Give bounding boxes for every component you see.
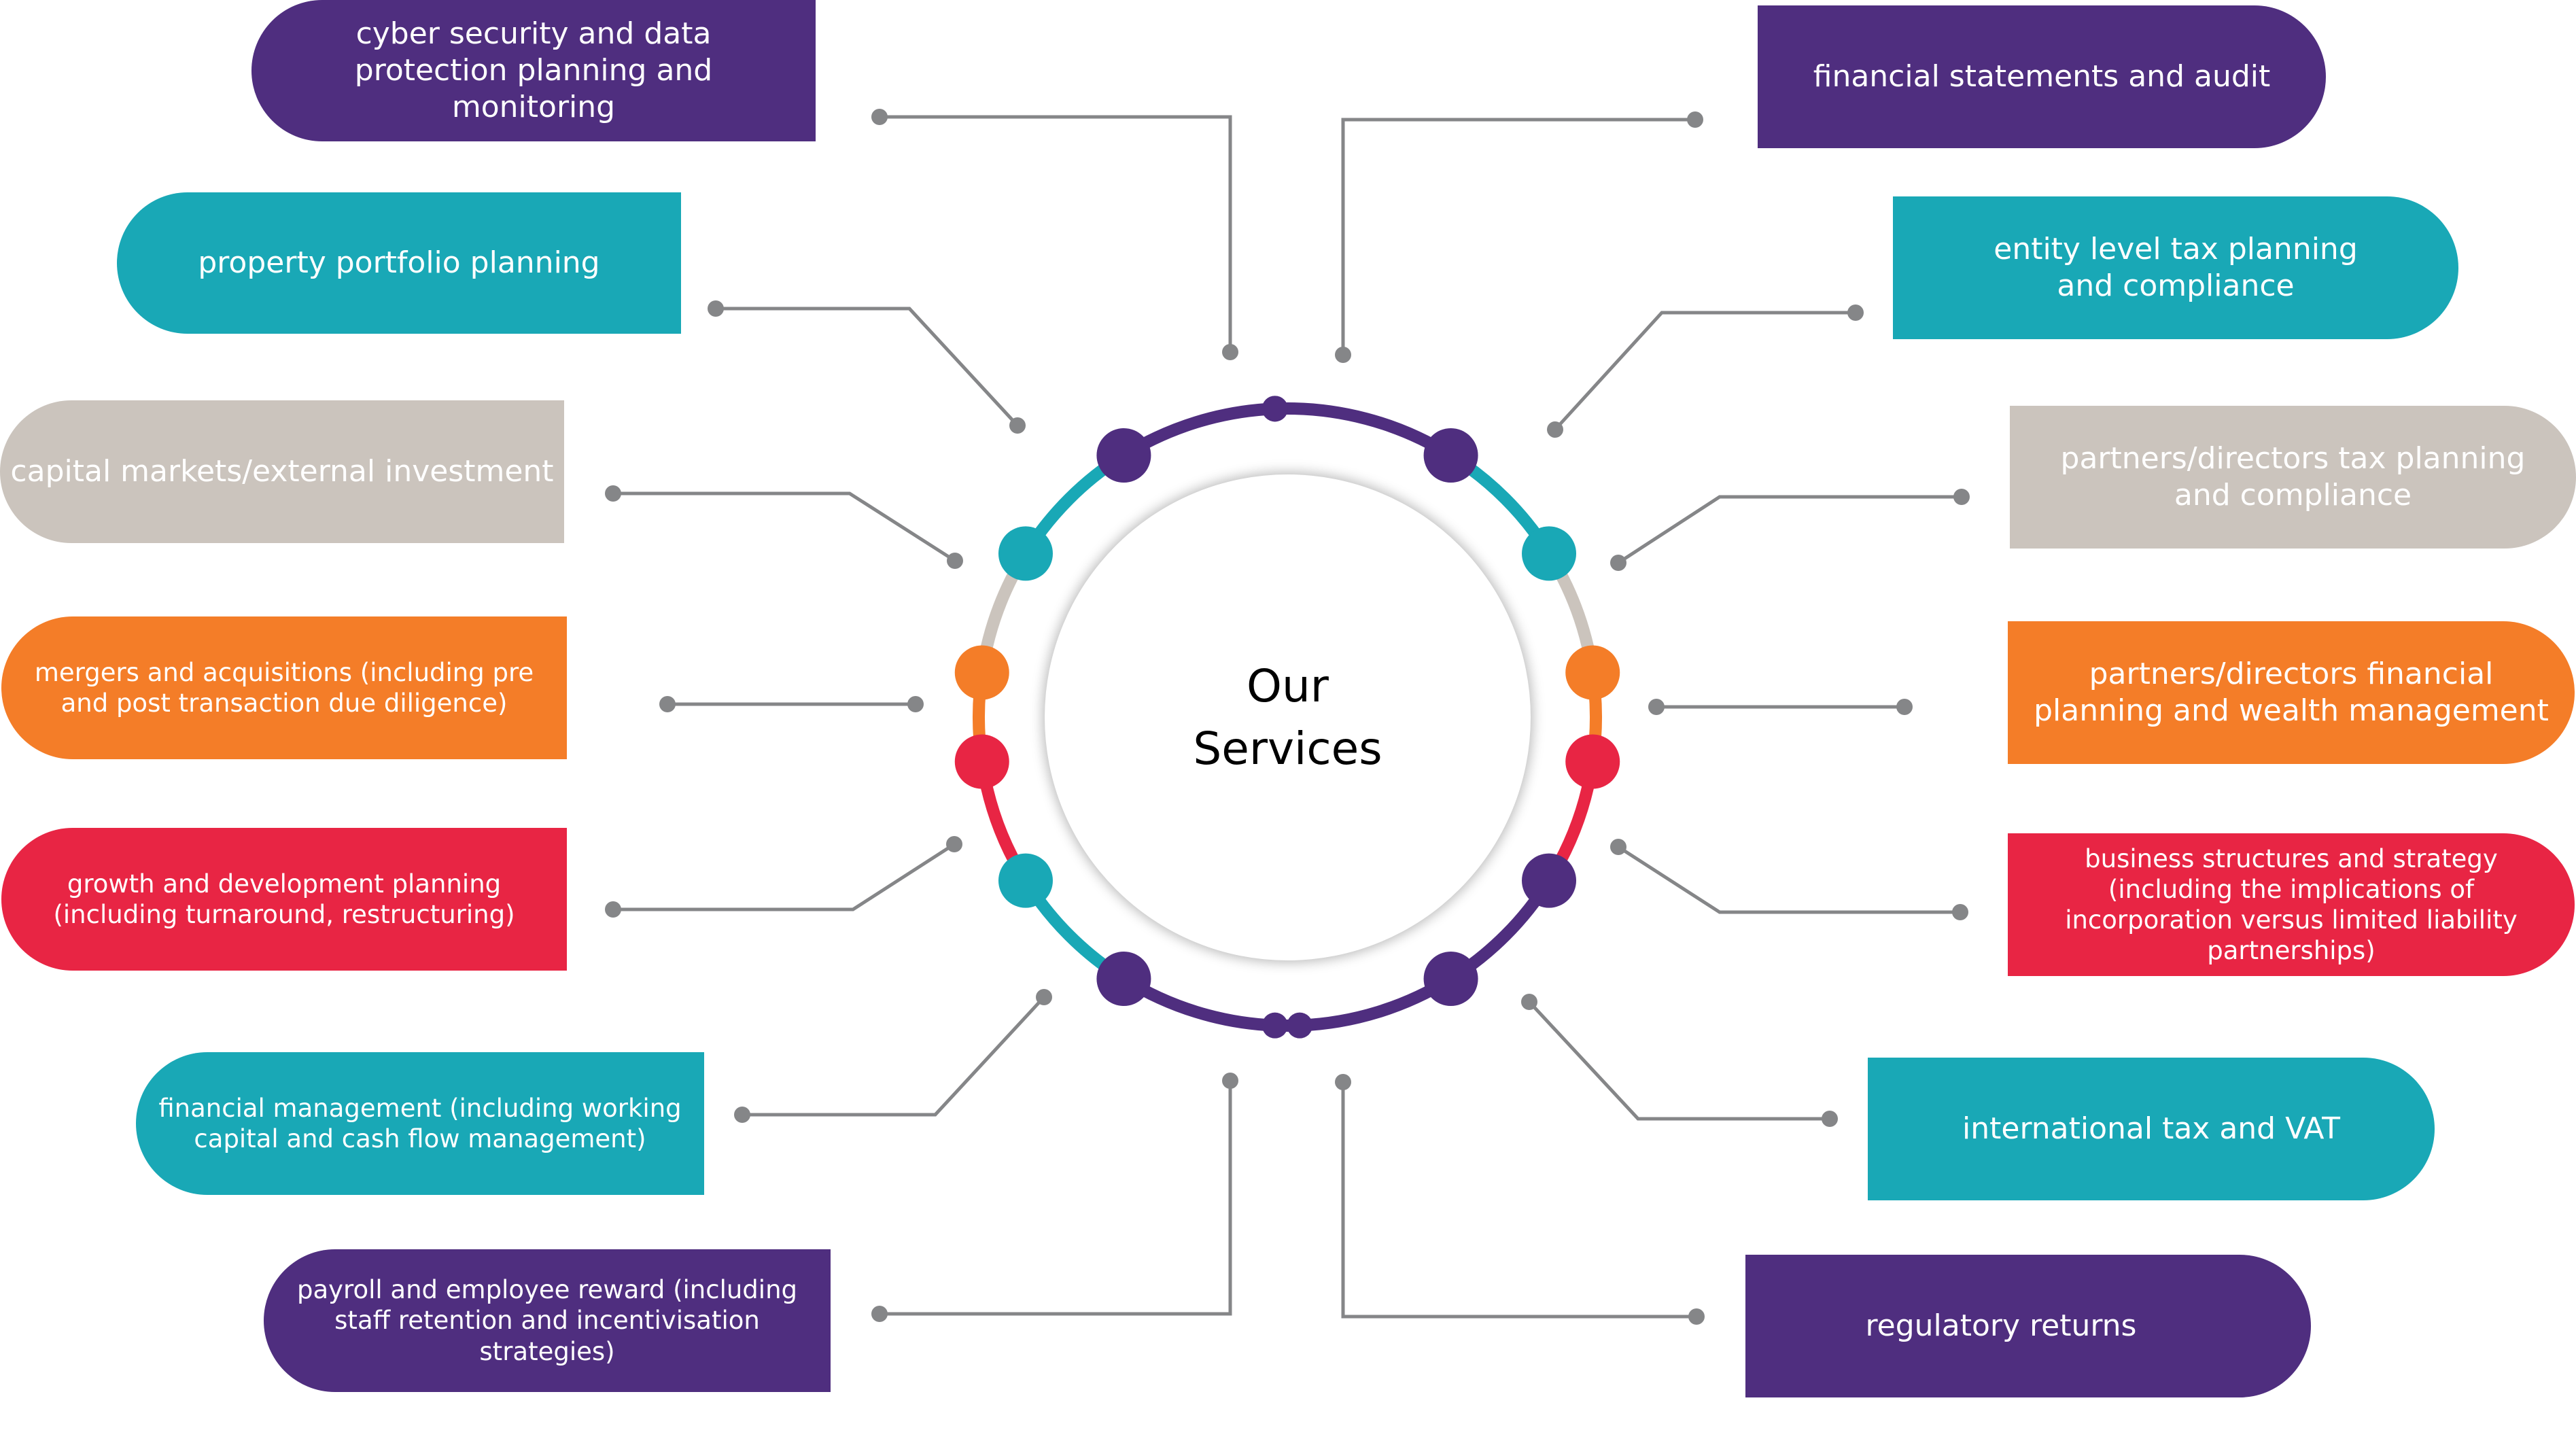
connector-dot xyxy=(1896,699,1913,715)
connector-dot xyxy=(1953,489,1970,505)
service-capital-markets: capital markets/external investment xyxy=(0,400,564,543)
ring-node xyxy=(1261,396,1288,422)
service-label: payroll and employee reward (including s… xyxy=(296,1275,798,1366)
connector-line xyxy=(1341,118,1695,355)
service-label: financial statements and audit xyxy=(1813,59,2271,94)
service-label: mergers and acquisitions (including pre … xyxy=(34,657,534,718)
ring-node xyxy=(1423,428,1478,483)
center-circle: Our Services xyxy=(1045,474,1531,960)
ring-node xyxy=(954,734,1009,789)
service-mergers-acquisitions: mergers and acquisitions (including pre … xyxy=(1,616,567,759)
connector-dot xyxy=(605,485,621,502)
connector-line xyxy=(1341,1082,1696,1319)
service-label: regulatory returns xyxy=(1865,1308,2137,1344)
ring-node xyxy=(998,853,1053,908)
service-financial-statements: financial statements and audit xyxy=(1758,5,2326,148)
service-label: partners/directors financial planning an… xyxy=(2034,657,2549,728)
center-title-line1: Our xyxy=(1247,660,1329,713)
service-label: financial management (including working … xyxy=(158,1093,682,1153)
connector-dot xyxy=(1036,989,1052,1005)
connector-dot xyxy=(1610,839,1626,855)
connector-dot xyxy=(947,553,963,569)
connector-dot xyxy=(1547,421,1563,438)
connector-dot xyxy=(1688,1308,1705,1325)
connector-line xyxy=(1617,495,1962,565)
connector-dot xyxy=(871,109,888,125)
connector-dot xyxy=(1009,417,1026,434)
service-international-tax: international tax and VAT xyxy=(1868,1058,2435,1200)
service-label: entity level tax planning and compliance xyxy=(1994,232,2358,303)
connector-dot xyxy=(1847,305,1864,321)
connector-dot xyxy=(1335,1074,1351,1090)
service-label: capital markets/external investment xyxy=(10,454,554,489)
connector-dot xyxy=(708,300,724,317)
connector-dot xyxy=(907,696,924,712)
connector-line xyxy=(1528,1001,1830,1121)
connector-dot xyxy=(1952,904,1968,920)
connector-line xyxy=(742,996,1045,1117)
connector-dot xyxy=(605,901,621,918)
service-regulatory-returns: regulatory returns xyxy=(1745,1255,2311,1397)
connector-dot xyxy=(1822,1111,1838,1127)
ring-node xyxy=(1565,734,1620,789)
center-title-line2: Services xyxy=(1193,722,1382,775)
service-partners-tax: partners/directors tax planning and comp… xyxy=(2010,406,2576,549)
connector-dot xyxy=(1335,347,1351,363)
ring-node xyxy=(1423,952,1478,1007)
connector-line xyxy=(1617,845,1960,914)
service-payroll: payroll and employee reward (including s… xyxy=(264,1249,831,1392)
service-label: growth and development planning (includi… xyxy=(53,869,515,929)
service-label: international tax and VAT xyxy=(1962,1111,2340,1147)
ring-node xyxy=(1261,1012,1288,1039)
ring-node xyxy=(1565,645,1620,700)
ring-node xyxy=(1096,952,1151,1007)
ring-node xyxy=(1522,526,1577,581)
connector-line xyxy=(880,115,1232,352)
service-property-portfolio: property portfolio planning xyxy=(117,192,681,334)
service-cyber-security: cyber security and data protection plann… xyxy=(251,0,816,141)
service-growth-development: growth and development planning (includi… xyxy=(1,828,567,971)
connector-dot xyxy=(1610,555,1626,571)
ring-node xyxy=(1287,1012,1313,1039)
service-financial-management: financial management (including working … xyxy=(136,1052,704,1195)
connector-dot xyxy=(871,1306,888,1322)
service-entity-tax: entity level tax planning and compliance xyxy=(1893,196,2458,339)
connector-line xyxy=(613,491,956,563)
ring-segment xyxy=(1274,402,1455,461)
ring-node xyxy=(954,645,1009,700)
service-label: cyber security and data protection plann… xyxy=(354,16,713,124)
connector-line xyxy=(880,1081,1232,1316)
connector-dot xyxy=(1687,111,1703,128)
connector-dot xyxy=(734,1107,750,1123)
connector-dot xyxy=(1521,994,1537,1010)
ring-node xyxy=(1522,853,1577,908)
connector-dot xyxy=(1648,699,1665,715)
service-label: property portfolio planning xyxy=(198,245,600,281)
service-label: partners/directors tax planning and comp… xyxy=(2060,441,2526,512)
connector-dot xyxy=(946,836,962,852)
connector-dot xyxy=(1222,1073,1238,1089)
connector-line xyxy=(716,307,1019,427)
connector-dot xyxy=(1222,344,1238,360)
ring-node xyxy=(998,526,1053,581)
service-label: business structures and strategy (includ… xyxy=(2065,844,2518,966)
connector-line xyxy=(1554,311,1856,431)
connector-line xyxy=(613,842,956,911)
service-partners-wealth: partners/directors financial planning an… xyxy=(2008,621,2575,764)
connector-dot xyxy=(659,696,676,712)
service-business-structures: business structures and strategy (includ… xyxy=(2008,833,2575,976)
ring-node xyxy=(1096,428,1151,483)
